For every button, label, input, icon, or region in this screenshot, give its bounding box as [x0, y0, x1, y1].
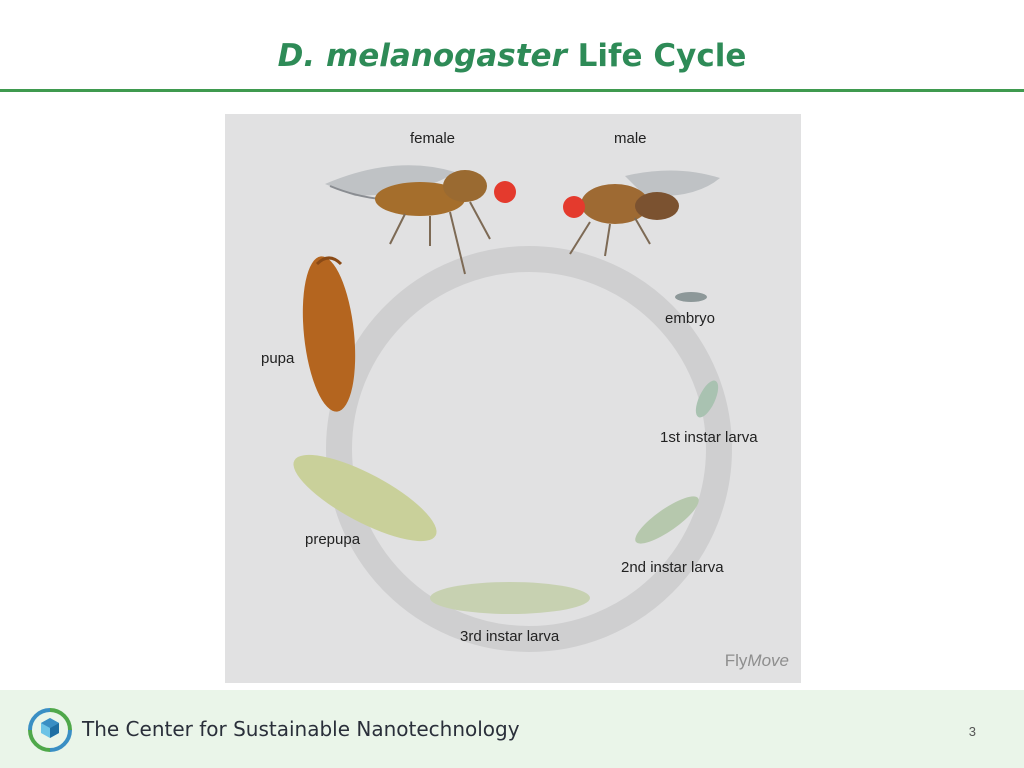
pupa-illustration: [302, 256, 356, 412]
slide-title: D. melanogaster Life Cycle: [0, 38, 1024, 74]
stage-label-prepupa: prepupa: [305, 531, 361, 548]
stage-label-pupa: pupa: [261, 350, 295, 367]
instar2-illustration: [635, 496, 699, 544]
page-number: 3: [968, 724, 976, 739]
credit-fly: Fly: [724, 651, 748, 670]
stage-label-male: male: [614, 130, 647, 147]
instar1-illustration: [695, 380, 719, 418]
title-species: D. melanogaster: [277, 38, 567, 74]
image-credit: FlyMove: [725, 651, 789, 671]
stage-label-embryo: embryo: [665, 310, 716, 327]
csn-logo-icon: [28, 708, 72, 752]
stage-label-1st-instar: 1st instar larva: [660, 429, 758, 446]
life-cycle-drawing: [293, 165, 732, 652]
organization-name: The Center for Sustainable Nanotechnolog…: [82, 717, 520, 741]
instar3-illustration: [430, 582, 590, 614]
title-topic: Life Cycle: [577, 38, 747, 74]
footer-bar: The Center for Sustainable Nanotechnolog…: [0, 690, 1024, 768]
life-cycle-figure: female male embryo 1st instar larva 2nd …: [225, 114, 801, 683]
female-fly-illustration: [325, 165, 516, 275]
prepupa-illustration: [293, 454, 437, 542]
stage-label-2nd-instar: 2nd instar larva: [621, 559, 724, 576]
credit-move: Move: [747, 651, 789, 670]
cycle-ring: [326, 246, 732, 652]
stage-label-3rd-instar: 3rd instar larva: [460, 628, 560, 645]
stage-label-female: female: [410, 130, 456, 147]
title-divider: [0, 89, 1024, 92]
embryo-illustration: [675, 292, 707, 302]
male-fly-illustration: [563, 170, 720, 257]
